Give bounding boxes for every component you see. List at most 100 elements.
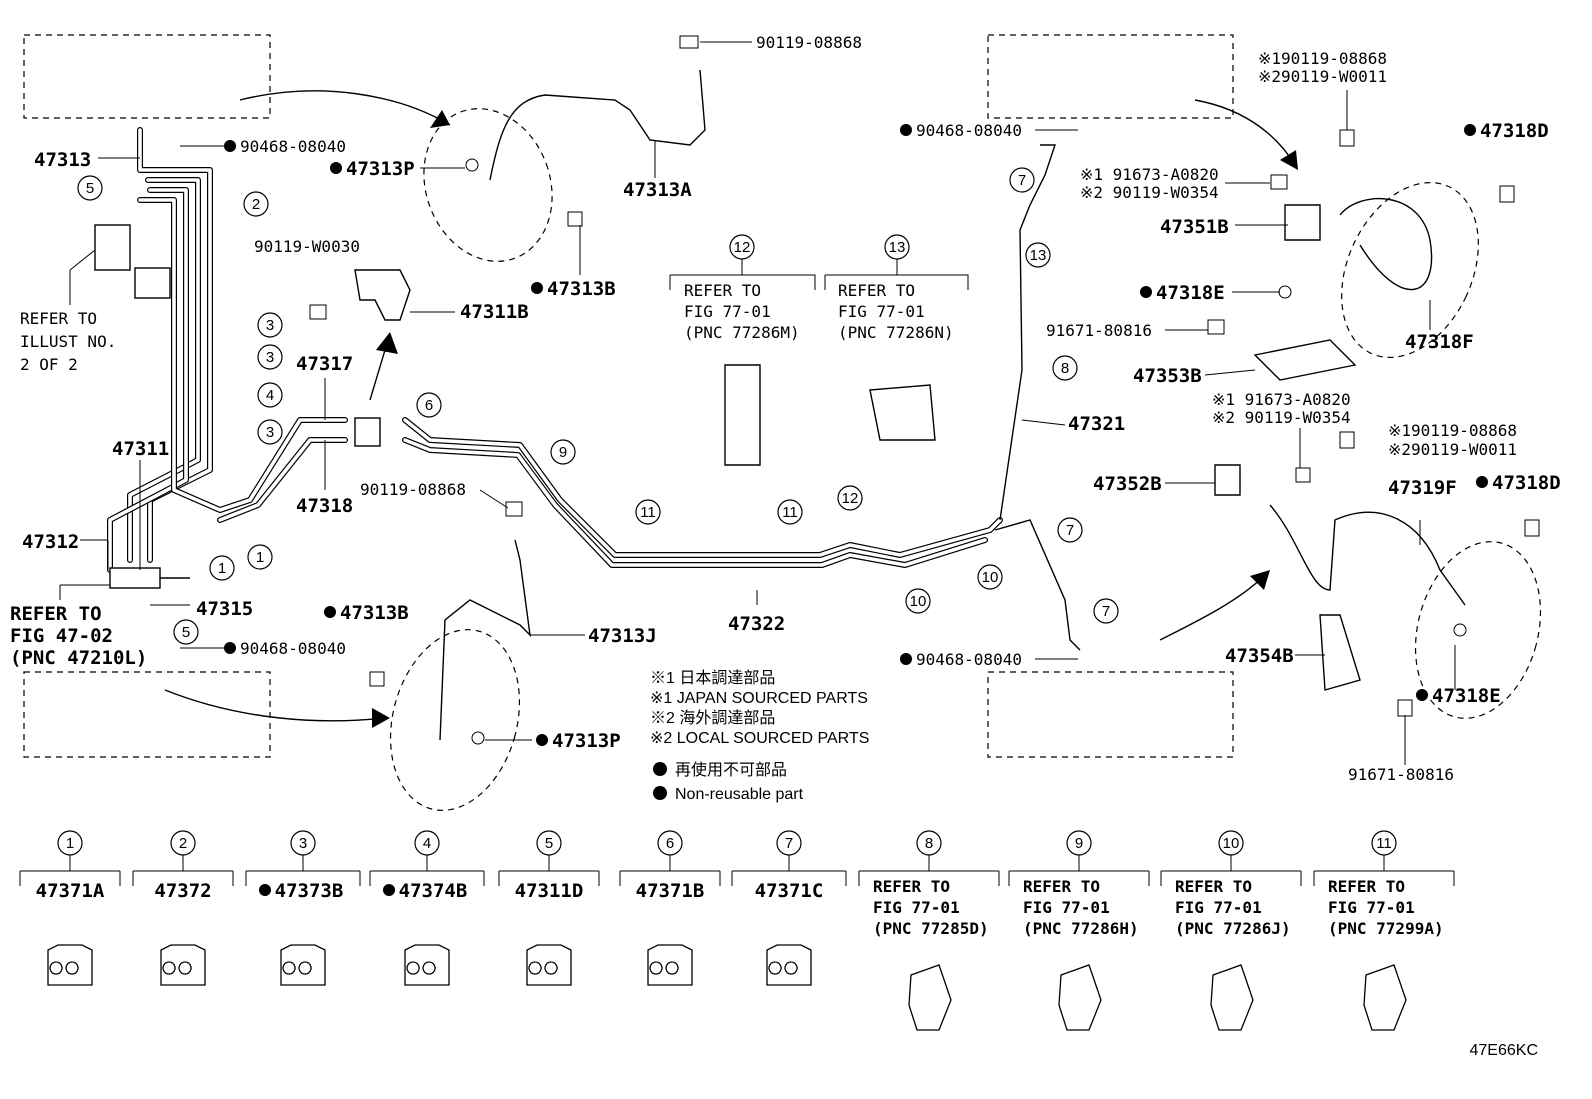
label-47312: 47312 [22, 531, 79, 553]
refer-illust-line3: 2 OF 2 [20, 355, 78, 374]
hose-47313A [489, 69, 706, 181]
bottom-item-ref-line: (PNC 77286H) [1023, 919, 1139, 938]
label-91671-80816-bot: 91671-80816 [1348, 765, 1454, 784]
clamp13-line3: (PNC 77286N) [838, 323, 954, 342]
clamp12-line1: REFER TO [684, 281, 761, 300]
clamp-drawing [280, 944, 326, 986]
bottom-item-bracket [1160, 855, 1302, 886]
label-47313B: 47313B [547, 278, 616, 300]
svg-text:7: 7 [1066, 522, 1074, 539]
bottom-item-number: 5 [545, 835, 553, 852]
non-reusable-dot [383, 884, 395, 896]
bottom-item-bracket [498, 855, 600, 886]
svg-text:10: 10 [982, 569, 999, 586]
refer-illust-line1: REFER TO [20, 309, 97, 328]
label-90119-08868-mid: 90119-08868 [360, 480, 466, 499]
label-47318D-bot: 47318D [1492, 472, 1561, 494]
svg-text:9: 9 [559, 444, 567, 461]
non-reusable-dot [1476, 476, 1488, 488]
region-box-rear-left [23, 671, 271, 758]
master-cylinder-block [94, 224, 131, 271]
non-reusable-dot [324, 606, 336, 618]
label-47313J: 47313J [588, 625, 657, 647]
clamp-drawing [1210, 964, 1254, 1031]
non-reusable-dot [1416, 689, 1428, 701]
svg-text:1: 1 [218, 560, 226, 577]
label-90468-08040-tr: 90468-08040 [916, 121, 1022, 140]
svg-text:10: 10 [910, 593, 927, 610]
non-reusable-dot [259, 884, 271, 896]
clamp-drawing [404, 944, 450, 986]
bottom-item-bracket [858, 855, 1000, 886]
pipe-rear-right [994, 519, 1081, 651]
bottom-item-ref-line: REFER TO [873, 877, 950, 896]
region-box-rear-right [987, 671, 1234, 758]
non-reusable-dot [224, 140, 236, 152]
clamp-drawing [647, 944, 693, 986]
svg-text:5: 5 [182, 624, 190, 641]
alt-bolt-b2: ※2 90119-W0354 [1212, 408, 1351, 427]
clamp-12-drawing [724, 364, 761, 466]
arrow-head [1280, 150, 1298, 170]
svg-text:2: 2 [252, 196, 260, 213]
bracket-47311B [354, 269, 411, 321]
arrow-to-front-right [1194, 99, 1296, 166]
clamp-drawing [160, 944, 206, 986]
label-47313: 47313 [34, 149, 91, 171]
svg-text:8: 8 [1061, 360, 1069, 377]
bottom-items-row: 147371A247372347373B447374B547311D647371… [19, 830, 1455, 1031]
non-reusable-dot [653, 786, 667, 800]
clamp-drawing [908, 964, 952, 1031]
bottom-item-ref-line: FIG 77-01 [1328, 898, 1415, 917]
bottom-item-number: 2 [179, 835, 187, 852]
region-box-front-left [23, 34, 271, 119]
bottom-item-number: 7 [785, 835, 793, 852]
detail-ellipse-rear-left [389, 629, 521, 811]
legend-en2: ※2 LOCAL SOURCED PARTS [650, 730, 869, 747]
refer-fig47-line3: (PNC 47210L) [10, 647, 147, 669]
master-cylinder-body [134, 267, 171, 299]
label-47352B: 47352B [1093, 473, 1162, 495]
label-47317: 47317 [296, 353, 353, 375]
arrow-head [430, 110, 450, 128]
bottom-item-bracket [731, 855, 847, 886]
label-47311: 47311 [112, 438, 169, 460]
non-reusable-dot [900, 653, 912, 665]
non-reusable-dot [900, 124, 912, 136]
bottom-item-ref-line: REFER TO [1175, 877, 1252, 896]
label-47318F: 47318F [1405, 331, 1474, 353]
label-47354B: 47354B [1225, 645, 1294, 667]
svg-text:3: 3 [266, 424, 274, 441]
label-47322: 47322 [728, 613, 785, 635]
legend-nonreusable-en: Non-reusable part [675, 786, 804, 803]
label-47313A: 47313A [623, 179, 692, 201]
legend-en1: ※1 JAPAN SOURCED PARTS [650, 690, 868, 707]
label-90119-W0030: 90119-W0030 [254, 237, 360, 256]
union-block [354, 417, 381, 447]
label-47315: 47315 [196, 598, 253, 620]
clamp13-line2: FIG 77-01 [838, 302, 925, 321]
label-90119-08868: 90119-08868 [756, 33, 862, 52]
arrow-to-rear-right [1159, 574, 1266, 641]
arrow-head [376, 332, 398, 354]
svg-text:3: 3 [266, 349, 274, 366]
label-90468-08040-br: 90468-08040 [916, 650, 1022, 669]
non-reusable-dot [1140, 286, 1152, 298]
bottom-item-ref-line: REFER TO [1023, 877, 1100, 896]
clamp13-line1: REFER TO [838, 281, 915, 300]
non-reusable-dot [330, 162, 342, 174]
clamp-drawing [1058, 964, 1102, 1031]
pipe-bundle-master [107, 127, 348, 573]
clamp-drawing [526, 944, 572, 986]
label-47313P: 47313P [346, 158, 415, 180]
region-box-front-right [987, 34, 1234, 119]
